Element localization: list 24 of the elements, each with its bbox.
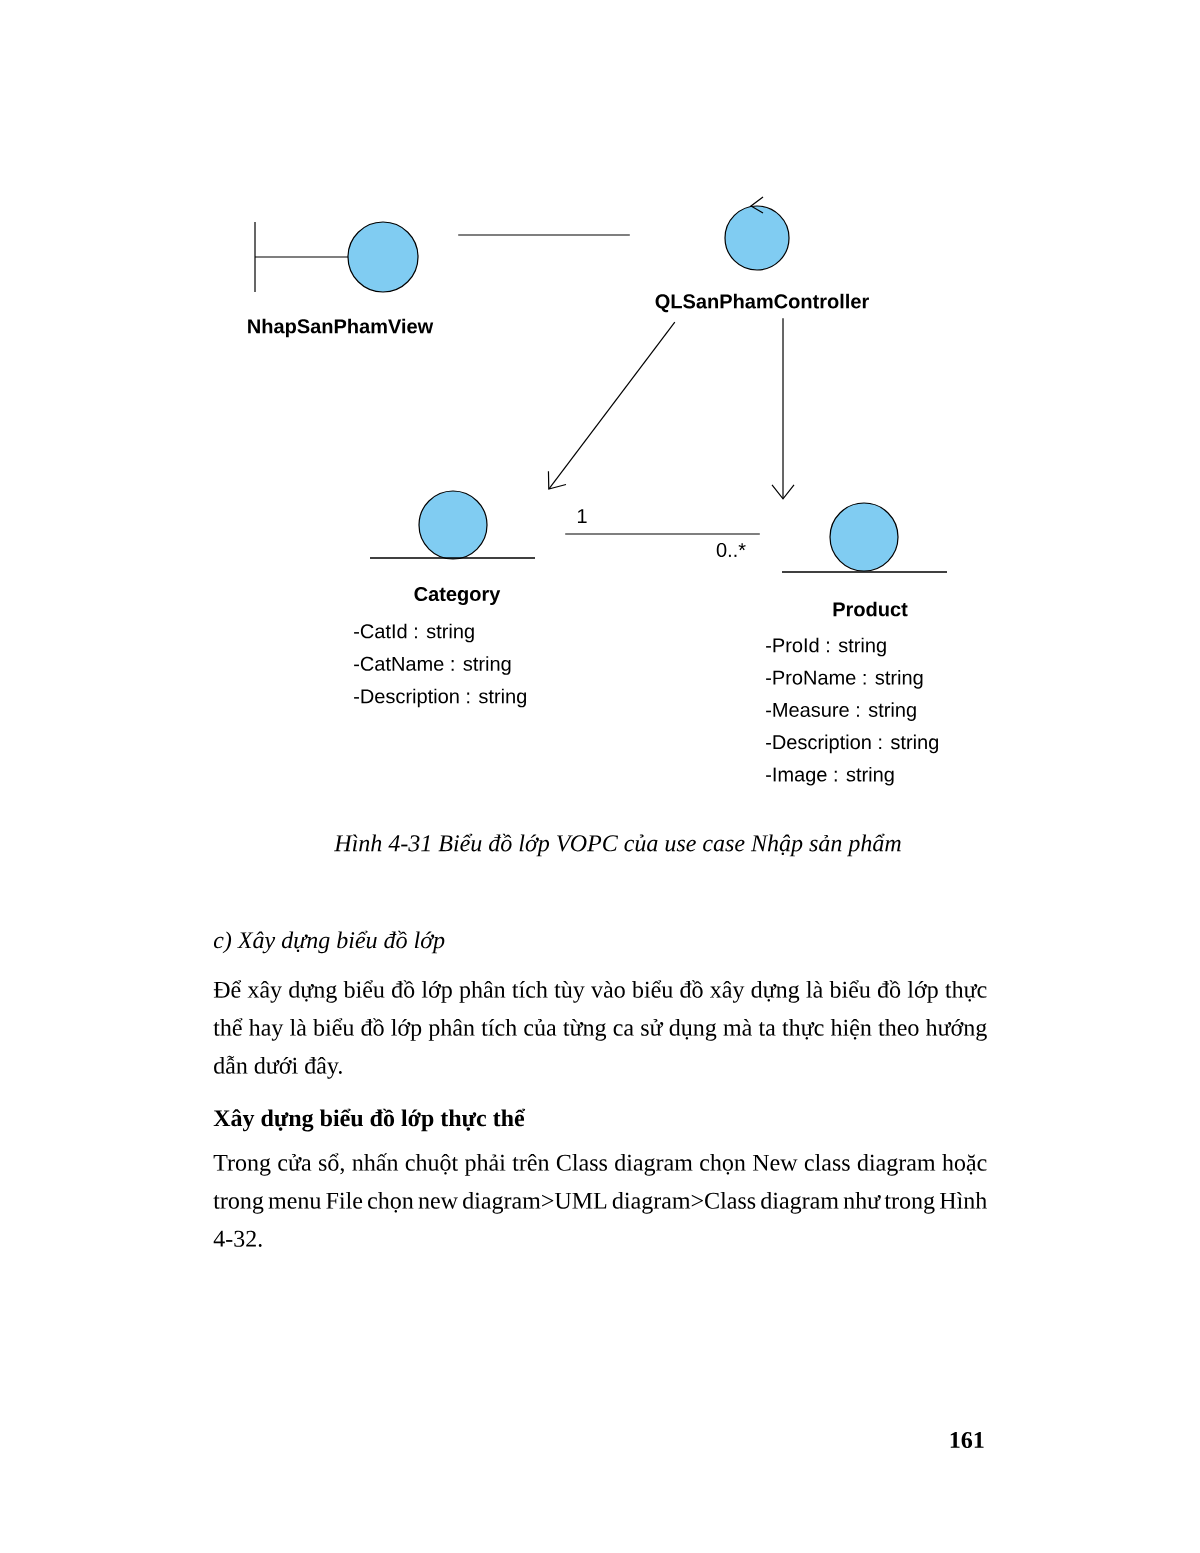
figure-caption: Hình 4-31 Biểu đồ lớp VOPC của use case Nhập sản phẩm <box>334 833 901 857</box>
attribute-text: -Measure : string <box>766 702 916 721</box>
paragraph: Để xây dựng biểu đồ lớp phân tích tùy vào biểu đồ xây dựng là biểu đồ lớp thực thể hay là biểu đồ lớp phân tích của từng ca sử dụng mà ta thực hiện theo hướng dẫn dưới đây. <box>213 980 987 1079</box>
page-number: 161 <box>950 1431 984 1449</box>
arrow <box>547 321 676 490</box>
attribute-text: -CatName : string <box>354 656 511 675</box>
arrow <box>771 317 795 500</box>
attribute-text: -Description : string <box>354 688 526 708</box>
association-line <box>564 533 761 535</box>
class-name: QLSanPhamController <box>655 293 869 313</box>
section-heading: c) Xây dựng biểu đồ lớp <box>213 930 445 954</box>
attribute-text: -Description : string <box>766 734 938 754</box>
section-heading: Xây dựng biểu đồ lớp thực thể <box>213 1108 526 1132</box>
class-name: Category <box>414 586 501 606</box>
association-line <box>457 234 631 236</box>
multiplicity-label: 1 <box>577 509 587 523</box>
attribute-text: -ProId : string <box>766 637 886 657</box>
multiplicity-label: 0..* <box>716 542 746 558</box>
attribute-text: -ProName : string <box>766 670 923 689</box>
class-name: NhapSanPhamView <box>248 318 434 338</box>
attribute-text: -Image : string <box>766 766 894 786</box>
paragraph: Trong cửa sổ, nhấn chuột phải trên Class diagram chọn New class diagram hoặc trong menu File chọn new diagram>UML diagram>Class diagram như trong Hình 4-32. <box>213 1153 987 1247</box>
attribute-text: -CatId : string <box>354 623 474 643</box>
class-name: Product <box>833 601 908 617</box>
